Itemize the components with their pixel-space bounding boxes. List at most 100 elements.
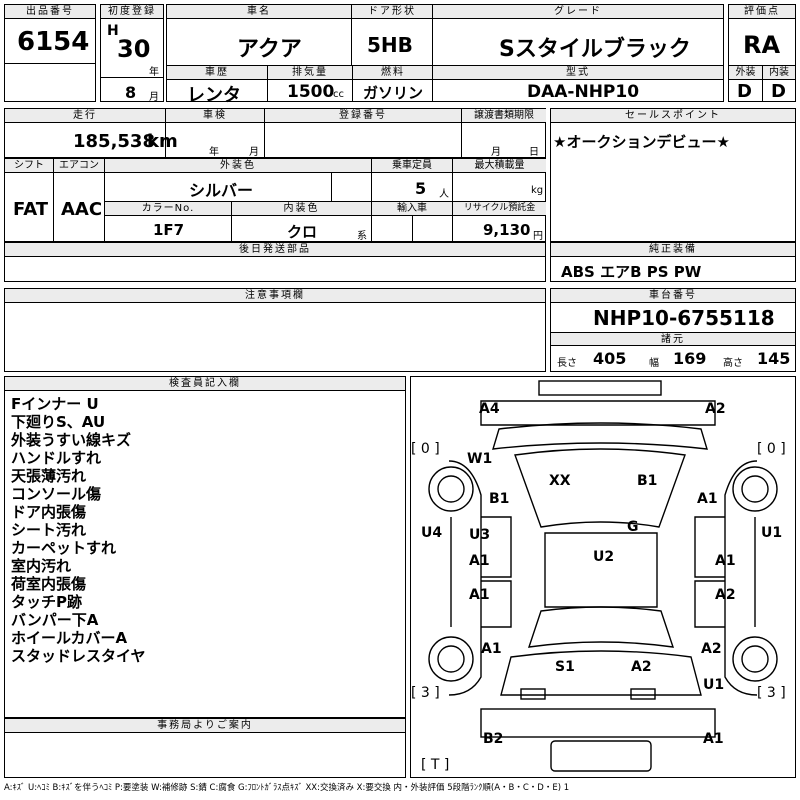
insp-month-unit: 月 [249, 147, 259, 158]
history: レンタ [187, 85, 241, 106]
inspector-note: タッチP跡 [11, 593, 82, 611]
left-bottom-bracket: [ 3 ] [411, 685, 440, 701]
grade: Sスタイルブラック [499, 37, 691, 62]
seats-unit: 人 [439, 189, 449, 200]
grade-label: グレード [433, 5, 723, 19]
seats-label: 乗車定員 [372, 159, 452, 173]
chassis-label: 車台番号 [551, 289, 795, 303]
mark-a1-rear-bumper: A1 [703, 731, 724, 747]
interior-label: 内装色 [232, 202, 371, 216]
first-reg-label: 初度登録 [101, 5, 163, 19]
mark-u4: U4 [421, 525, 443, 541]
car-name: アクア [237, 37, 302, 62]
colorno: 1F7 [153, 221, 185, 239]
shift: FAT [13, 199, 49, 220]
model-label: 型式 [433, 66, 723, 80]
colorno-label: カラーNo. [105, 202, 231, 216]
inspector-label: 検査員記入欄 [5, 377, 405, 391]
ac-label: エアコン [54, 159, 104, 173]
caution-label: 注意事項欄 [5, 289, 545, 303]
equipment-label: 純正装備 [551, 243, 795, 257]
history-label: 車歴 [167, 66, 267, 80]
color-label: 外装色 [105, 159, 371, 173]
ext-score: D [737, 81, 752, 102]
door-label: ドア形状 [352, 5, 432, 19]
displacement: 1500 [287, 82, 335, 102]
color: シルバー [189, 181, 254, 200]
seats: 5 [415, 179, 427, 198]
interior-unit: 系 [357, 231, 367, 242]
legend: A:ｷｽﾞ U:ﾍｺﾐ B:ｷｽﾞを伴うﾍｺﾐ P:要塗装 W:補修跡 S:錆 … [4, 783, 570, 793]
equipment: ABS エアB PS PW [561, 263, 702, 281]
lot-label: 出品番号 [5, 5, 95, 19]
inspector-note: Fインナー U [11, 395, 99, 413]
mileage-label: 走行 [5, 109, 165, 123]
interior-color: クロ [287, 223, 318, 241]
ac: AAC [61, 199, 103, 220]
right-bottom-bracket: [ 3 ] [757, 685, 786, 701]
transfer-day-unit: 日 [529, 147, 539, 158]
mark-u2: U2 [593, 549, 615, 565]
mark-a2-rear-right: A2 [701, 641, 722, 657]
row2-box: 走行 185,538 km 車検 年 月 登録番号 譲渡書類期限 月 日 [4, 108, 546, 158]
mark-s1: S1 [555, 659, 575, 675]
inspector-note: カーペットすれ [11, 539, 117, 557]
inspector-note: 下廻りS、AU [11, 413, 106, 431]
era: H [107, 23, 119, 39]
office-box: 事務局よりご案内 [4, 718, 406, 778]
mark-a1-right: A1 [697, 491, 718, 507]
mark-u1-right: U1 [761, 525, 783, 541]
mark-b1-roof: B1 [637, 473, 658, 489]
fuel-label: 燃料 [353, 66, 433, 80]
mark-xx: XX [549, 473, 571, 489]
month-unit: 月 [149, 92, 159, 103]
reg-month: 8 [125, 83, 137, 102]
load-unit: kg [531, 185, 544, 196]
left-bracket: [ 0 ] [411, 441, 440, 457]
mark-u1-rear: U1 [703, 677, 725, 693]
caution-box: 注意事項欄 [4, 288, 546, 372]
mark-b1-left: B1 [489, 491, 510, 507]
height: 145 [757, 349, 791, 368]
transfer-month-unit: 月 [491, 147, 501, 158]
car-name-label: 車名 [167, 5, 351, 19]
year-unit: 年 [149, 67, 159, 78]
car-outline-icon [428, 380, 778, 772]
later-parts-box: 後日発送部品 [4, 242, 546, 282]
lot-number: 6154 [17, 27, 90, 57]
mileage: 185,538 [73, 131, 155, 152]
mark-a4: A4 [479, 401, 500, 417]
sales-box: セールスポイント ★オークションデビュー★ [550, 108, 796, 242]
inspector-note: ドア内張傷 [11, 503, 87, 521]
int-label: 内装 [763, 66, 795, 80]
mark-a2-right-rear: A2 [715, 587, 736, 603]
fuel: ガソリン [363, 84, 424, 102]
sales-point: ★オークションデビュー★ [553, 133, 730, 151]
import-label: 輸入車 [372, 202, 452, 216]
mark-b2: B2 [483, 731, 504, 747]
chassis-box: 車台番号 NHP10-6755118 諸元 長さ 405 幅 169 高さ 14… [550, 288, 796, 372]
main-top-box: 車名 アクア ドア形状 5HB グレード Sスタイルブラック 車歴 レンタ 排気… [166, 4, 724, 106]
first-reg-box: 初度登録 H 30 年 8 月 [100, 4, 164, 103]
ext-label: 外装 [729, 66, 762, 80]
row3-box: シフト FAT エアコン AAC 外装色 シルバー 乗車定員 5 人 最大積載量… [4, 158, 546, 242]
transfer-label: 譲渡書類期限 [462, 109, 546, 123]
int-score: D [771, 81, 786, 102]
lot-box: 出品番号 6154 [4, 4, 96, 102]
height-label: 高さ [723, 358, 743, 369]
sales-label: セールスポイント [551, 109, 795, 123]
inspector-note: コンソール傷 [11, 485, 102, 503]
inspector-note: 外装うすい線キズ [11, 431, 132, 449]
mark-a2-front: A2 [705, 401, 726, 417]
insp-year-unit: 年 [209, 147, 219, 158]
regno-label: 登録番号 [265, 109, 461, 123]
inspector-note: スタッドレスタイヤ [11, 647, 146, 665]
recycle-fee: 9,130 [483, 221, 531, 239]
width: 169 [673, 349, 707, 368]
load-label: 最大積載量 [453, 159, 546, 173]
door-type: 5HB [367, 33, 413, 57]
inspection-label: 車検 [166, 109, 264, 123]
right-bracket: [ 0 ] [757, 441, 786, 457]
shift-label: シフト [5, 159, 53, 173]
